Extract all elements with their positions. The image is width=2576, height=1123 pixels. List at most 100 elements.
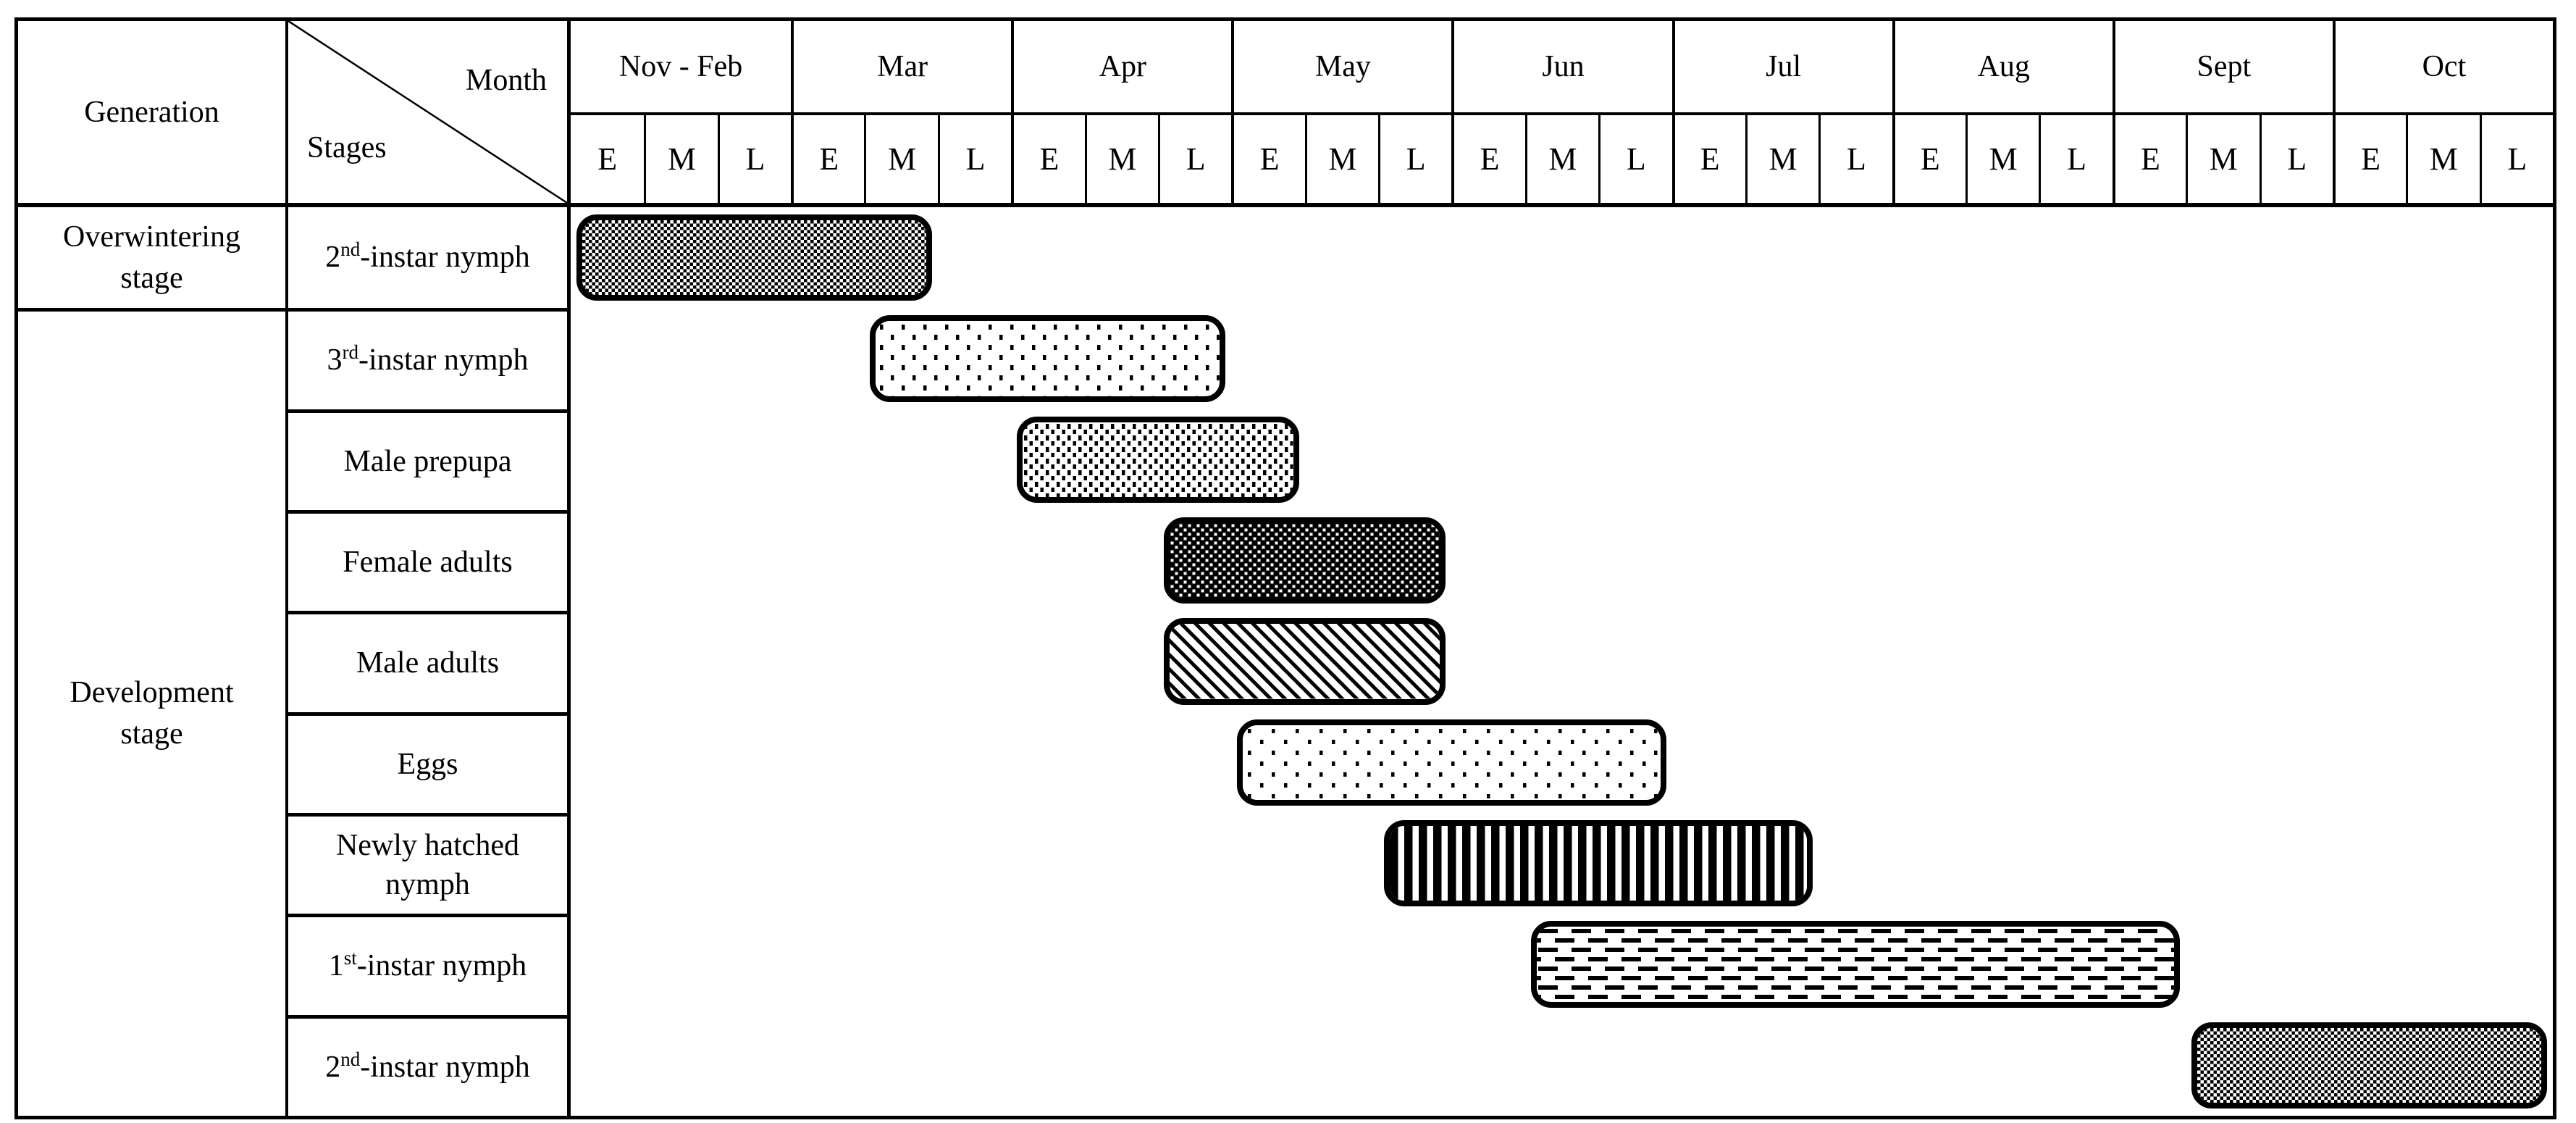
month-header-nov-feb: Nov - Feb [571,21,792,115]
stage-name: -instar nymph [360,1050,530,1084]
bar-fill-checker-dense [1169,523,1440,598]
stage-label: Male adults [356,643,499,683]
period-header-label: E [2141,141,2160,177]
generation-label-line: stage [120,261,183,295]
bar-2nd-instar-nymph-8 [2191,1022,2547,1109]
period-header-label: L [745,141,765,177]
stage-name: Female adults [343,545,513,579]
period-header-label: L [2067,141,2087,177]
period-header-label: E [1700,141,1720,177]
stage-ordinal-suffix: nd [340,238,361,261]
stage-label: 3rd-instar nymph [327,341,529,380]
month-header-may: May [1231,21,1452,115]
period-header-label: E [597,141,618,177]
stage-cell-male-adults-4: Male adults [288,611,571,712]
period-header-label: M [2429,141,2458,177]
bar-fill-checker-fine [2197,1027,2541,1103]
period-header-label: L [1406,141,1426,177]
month-header-apr: Apr [1011,21,1232,115]
stage-name: Male adults [356,646,500,680]
period-header-E-8: E [2332,115,2407,207]
stage-cell-1st-instar-nymph-7: 1st-instar nymph [288,914,571,1015]
period-header-label: M [667,141,697,177]
month-header-label: Apr [1099,50,1146,83]
period-header-L-2: L [1157,115,1232,207]
stage-name: -instar nymph [356,949,527,983]
period-header-M-6: M [1965,115,2039,207]
period-header-label: M [1108,141,1137,177]
bar-2nd-instar-nymph-0 [576,214,932,301]
bar-fill-diagonal-stripes [1169,624,1440,699]
chart-area [571,207,2553,1116]
month-header-label: Jun [1542,50,1585,83]
period-header-label: M [1769,141,1797,177]
stage-name: Male prepupa [343,444,512,478]
stage-ordinal-suffix: nd [340,1048,361,1070]
month-header-aug: Aug [1892,21,2113,115]
stage-cell-2nd-instar-nymph-0: 2nd-instar nymph [288,207,571,309]
period-header-E-0: E [571,115,645,207]
month-header-jul: Jul [1671,21,1892,115]
stage-label: Male prepupa [343,442,511,482]
bar-male-adults-4 [1163,618,1446,705]
bar-fill-vertical-bars [1390,826,1808,901]
stage-label: 1st-instar nymph [329,946,526,986]
period-header-E-4: E [1451,115,1525,207]
stage-ordinal: 2 [325,241,341,275]
month-header-label: Sept [2197,50,2252,83]
period-header-L-4: L [1598,115,1672,207]
month-stages-header-cell: Month Stages [288,21,571,207]
stage-label: Eggs [398,745,458,785]
period-header-label: L [1626,141,1646,177]
stage-cell-male-prepupa-2: Male prepupa [288,409,571,510]
period-header-label: L [1186,141,1206,177]
period-header-M-5: M [1745,115,1819,207]
bar-newly-hatched-nymph-6 [1384,819,1813,907]
period-header-label: L [965,141,986,177]
stage-name: -instar nymph [360,241,530,275]
stage-ordinal: 2 [325,1050,341,1084]
period-header-E-3: E [1231,115,1305,207]
period-header-L-6: L [2039,115,2113,207]
period-header-M-8: M [2406,115,2480,207]
stage-label-line: Newly hatched [335,828,520,862]
month-header-sept: Sept [2112,21,2333,115]
stage-cell-3rd-instar-nymph-1: 3rd-instar nymph [288,308,571,409]
stage-ordinal: 1 [328,949,344,983]
generation-label-line: Overwintering [63,220,240,254]
period-header-L-0: L [717,115,792,207]
generation-header-label: Generation [84,95,219,129]
stage-name: -instar nymph [358,343,529,377]
month-header-label: May [1314,50,1371,83]
period-header-E-7: E [2112,115,2186,207]
month-header-label: Jul [1766,50,1802,83]
stage-label: Female adults [343,543,512,583]
period-header-E-5: E [1671,115,1745,207]
period-header-label: M [1328,141,1357,177]
generation-label-line: Development [70,676,234,710]
month-header-jun: Jun [1451,21,1672,115]
generation-header-cell: Generation [18,21,288,207]
bar-fill-checker-fine [582,220,926,296]
period-header-label: M [2209,141,2238,177]
period-header-M-4: M [1524,115,1599,207]
bar-fill-dots-dense [1023,422,1293,497]
bar-fill-dots-sparser [1243,725,1661,800]
bar-female-adults-3 [1163,517,1446,604]
month-corner-label: Month [465,64,547,97]
bar-fill-dots-sparse [876,321,1220,396]
period-header-label: M [1548,141,1577,177]
period-header-label: L [2507,141,2527,177]
period-header-L-3: L [1378,115,1452,207]
stage-ordinal: 3 [327,343,343,377]
period-header-L-7: L [2259,115,2333,207]
stage-cell-female-adults-3: Female adults [288,509,571,611]
period-header-M-0: M [644,115,718,207]
bar-eggs-5 [1237,719,1666,806]
stage-ordinal-suffix: st [343,947,357,969]
period-header-L-1: L [937,115,1012,207]
period-header-M-2: M [1084,115,1158,207]
bar-1st-instar-nymph-7 [1530,921,2181,1008]
